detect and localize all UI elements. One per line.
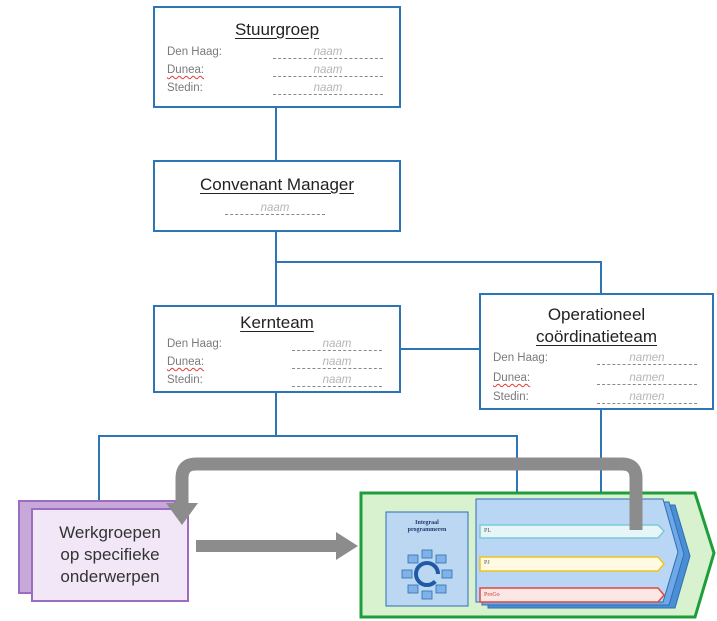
forward-arrowhead	[336, 532, 358, 560]
row-value: namen	[597, 372, 697, 385]
kernteam-box: Kernteam Den Haag: naam Dunea: naam Sted…	[153, 305, 401, 393]
bar-pj-label: PJ	[484, 560, 490, 566]
row-label: Stedin:	[493, 391, 529, 403]
row-label: Dunea:	[167, 64, 205, 76]
feedback-arrowhead	[166, 503, 198, 525]
operationeel-title-line1: Operationeel	[547, 305, 646, 324]
row-value: naam	[292, 338, 382, 351]
connector-kernteam-programma	[276, 435, 518, 493]
row-label: Dunea:	[167, 356, 205, 368]
werkgroepen-line1: Werkgroepen	[59, 523, 161, 542]
row-value: namen	[597, 352, 697, 365]
bar-pl	[479, 524, 666, 539]
row-label: Dunea:	[493, 372, 531, 384]
operationeel-box: Operationeel coördinatieteam Den Haag: n…	[479, 293, 714, 410]
integraal-line1: Integraal	[415, 520, 439, 526]
row-value: naam	[273, 64, 383, 77]
werkgroepen-box: Werkgroepen op specifieke onderwerpen	[31, 508, 189, 602]
row-label: Stedin:	[167, 374, 203, 386]
convenant-manager-title: Convenant Manager	[199, 175, 355, 194]
bar-pl-label: PL	[484, 528, 492, 534]
operationeel-title-line2: coördinatieteam	[536, 327, 657, 346]
row-value: naam	[225, 202, 325, 215]
row-value: naam	[292, 356, 382, 369]
row-label: Den Haag:	[167, 338, 222, 350]
cycle-icon	[401, 549, 453, 600]
integraal-label: Integraal programmeren	[388, 520, 466, 534]
bar-progo-label: ProGo	[484, 592, 500, 598]
convenant-manager-box: Convenant Manager naam	[153, 160, 401, 232]
row-value: naam	[273, 46, 383, 59]
kernteam-title: Kernteam	[240, 313, 314, 332]
row-value: naam	[273, 82, 383, 95]
connector-convenant-operationeel	[276, 261, 602, 293]
feedback-arrow	[175, 457, 643, 530]
werkgroepen-line2: op specifieke	[60, 545, 160, 564]
werkgroepen-line3: onderwerpen	[60, 567, 160, 586]
connector-kernteam-werkgroepen	[98, 393, 277, 500]
row-label: Den Haag:	[167, 46, 222, 58]
integraal-line2: programmeren	[407, 527, 447, 533]
row-label: Den Haag:	[493, 352, 548, 364]
bar-progo	[479, 587, 665, 603]
row-label: Stedin:	[167, 82, 203, 94]
integraal-panel	[385, 511, 469, 607]
row-value: namen	[597, 391, 697, 404]
stuurgroep-title: Stuurgroep	[234, 20, 320, 39]
bar-pj	[479, 556, 665, 572]
stuurgroep-box: Stuurgroep Den Haag: naam Dunea: naam St…	[153, 6, 401, 108]
row-value: naam	[292, 374, 382, 387]
